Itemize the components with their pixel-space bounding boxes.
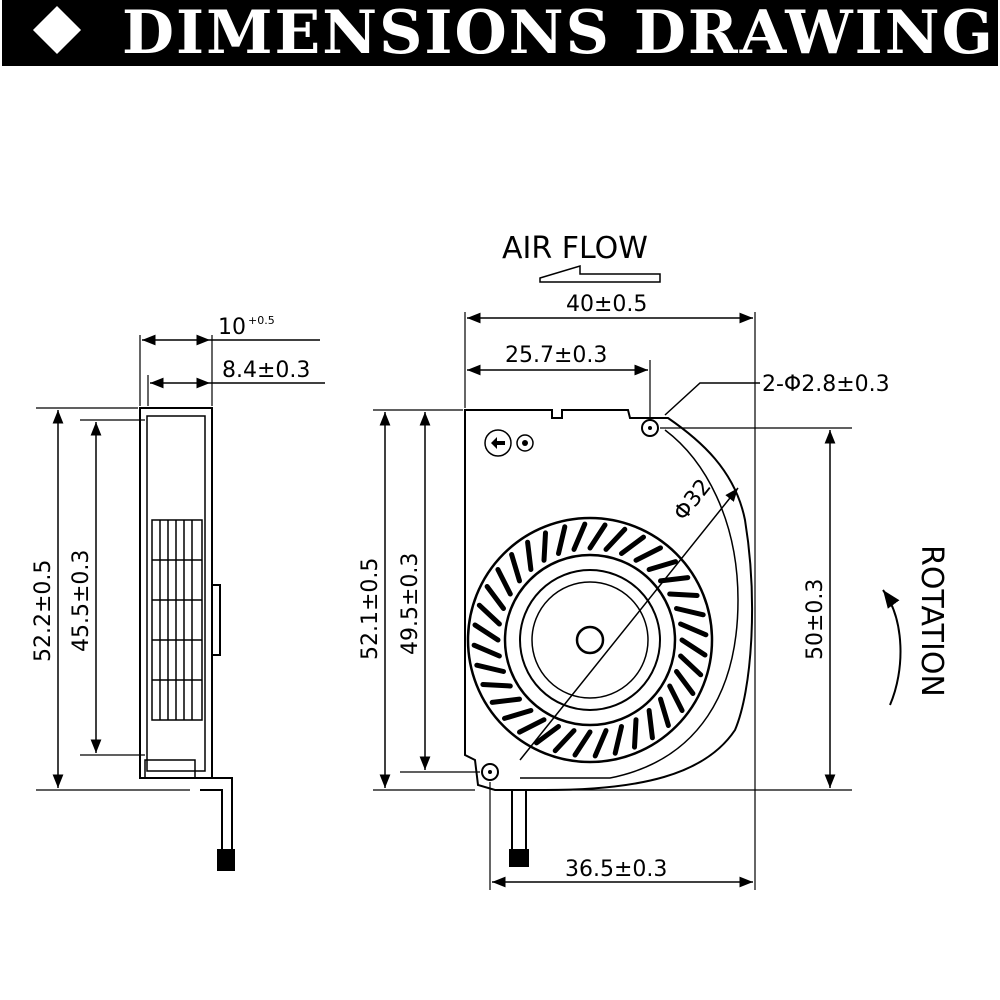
impeller-blade <box>552 728 577 754</box>
side-view-labels: 10 +0.5 8.4±0.3 52.2±0.5 45.5±0.3 <box>31 314 310 662</box>
side-wire-inner <box>200 789 223 855</box>
airflow-label: AIR FLOW <box>502 231 648 266</box>
impeller-blade <box>517 717 547 735</box>
impeller-blade <box>489 696 522 705</box>
front-bottom-width-label: 36.5±0.3 <box>565 857 667 882</box>
impeller-blade <box>633 545 663 563</box>
front-housing-outline <box>464 409 753 791</box>
impeller-outer <box>466 516 714 764</box>
left-arrow-icon <box>491 437 505 449</box>
front-wire-end <box>509 849 529 867</box>
front-hole-pitch-label: 50±0.3 <box>803 579 828 660</box>
impeller-blade <box>556 524 568 556</box>
front-overall-height-label: 52.1±0.5 <box>358 558 383 660</box>
impeller-blade <box>587 522 608 551</box>
impeller-hub-inner <box>531 581 649 699</box>
impeller-blade <box>646 559 678 572</box>
side-wire-end <box>217 849 235 871</box>
impeller-blade <box>495 567 513 597</box>
impeller-blade <box>471 642 502 659</box>
impeller-blade <box>667 683 685 713</box>
header-banner: DIMENSIONS DRAWING <box>2 0 998 66</box>
impeller-blade <box>509 552 522 584</box>
impeller-blade <box>646 708 655 741</box>
side-view <box>36 334 325 871</box>
impeller-blade <box>603 526 628 552</box>
side-mount-tab <box>144 759 196 779</box>
page-title: DIMENSIONS DRAWING <box>122 0 995 68</box>
impeller-ring <box>503 553 677 727</box>
impeller-diameter-leader <box>519 487 739 761</box>
mount-holes-label: 2-Φ2.8±0.3 <box>762 372 890 397</box>
mount-hole-top <box>641 419 659 437</box>
front-view-labels: AIR FLOW 40±0.5 25.7±0.3 2-Φ2.8±0.3 Φ32 … <box>358 231 949 882</box>
mount-hole-leader <box>664 382 760 416</box>
side-housing-inner <box>146 415 206 772</box>
airflow-arrow-icon <box>539 264 661 283</box>
side-blade-stack <box>151 519 203 721</box>
impeller-blade <box>619 534 646 556</box>
side-overall-height-label: 52.2±0.5 <box>31 560 56 662</box>
impeller-blade <box>541 530 548 563</box>
side-body-thickness-label: 8.4±0.3 <box>222 358 310 383</box>
front-view <box>373 264 902 890</box>
rotation-arrow-icon <box>882 589 902 706</box>
impeller-blade <box>679 637 708 658</box>
impeller-blade <box>632 717 639 750</box>
side-thickness-label: 10 <box>218 315 246 340</box>
front-width-label: 40±0.5 <box>566 292 647 317</box>
mount-hole-bottom <box>481 763 499 781</box>
impeller-blade <box>525 539 534 572</box>
impeller-blade <box>658 696 671 728</box>
rotation-label: ROTATION <box>914 545 949 697</box>
impeller-blade <box>658 575 691 584</box>
impeller-blade <box>592 728 609 759</box>
front-inner-height-label: 49.5±0.3 <box>398 553 423 655</box>
side-wire-outer <box>200 777 233 855</box>
impeller-blade <box>572 729 593 758</box>
impeller-blade <box>667 591 700 598</box>
impeller-blade <box>674 669 696 696</box>
impeller-blade <box>472 622 501 643</box>
impeller-blade <box>612 724 624 756</box>
impeller-blade <box>678 621 709 638</box>
impeller-blades <box>471 521 709 759</box>
impeller-blade <box>674 606 706 618</box>
impeller-blade <box>534 724 561 746</box>
impeller-blade <box>571 521 588 552</box>
impeller-hub-outer <box>519 569 661 711</box>
side-inner-height-label: 45.5±0.3 <box>69 550 94 652</box>
impeller-blade <box>502 708 534 721</box>
ground-symbol <box>516 434 534 452</box>
front-hole-offset-label: 25.7±0.3 <box>505 343 607 368</box>
impeller-blade <box>678 653 704 678</box>
impeller-shaft <box>575 625 605 655</box>
side-hub-bump <box>211 584 221 656</box>
side-thickness-tolerance: +0.5 <box>248 314 275 327</box>
front-housing-inner <box>520 429 739 779</box>
impeller-blade <box>476 602 502 627</box>
impeller-blade <box>480 682 513 689</box>
impeller-blade <box>484 584 506 611</box>
direction-badge <box>484 429 512 457</box>
impeller-blade <box>474 662 506 674</box>
